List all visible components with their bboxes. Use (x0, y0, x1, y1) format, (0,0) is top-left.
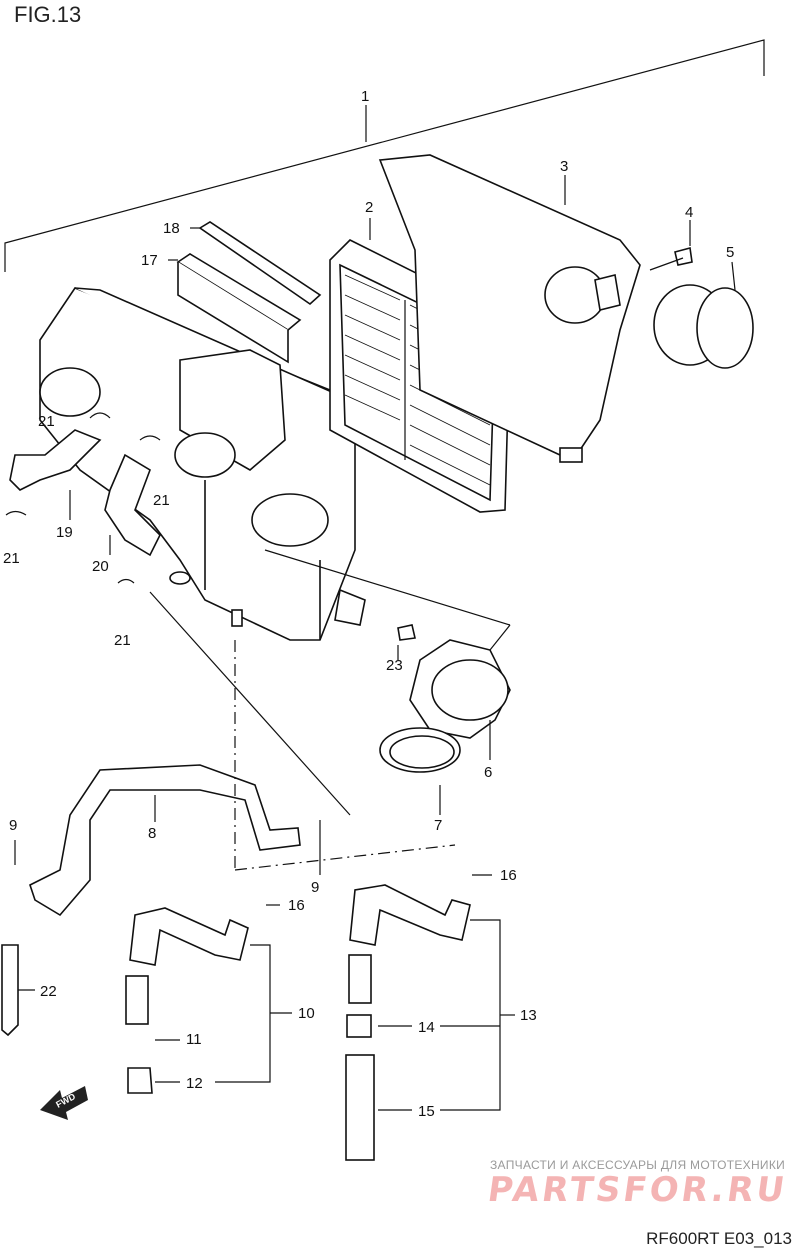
callout-9b: 9 (311, 879, 319, 896)
callout-21b: 21 (153, 492, 170, 509)
drain-hoses (9, 429, 161, 557)
callout-5: 5 (726, 244, 734, 261)
assembly-bracket (4, 39, 765, 272)
callout-4: 4 (685, 204, 693, 221)
callout-22: 22 (40, 983, 57, 1000)
outlet-boot (653, 284, 754, 369)
watermark-brand: PARTSFOR.RU (485, 1170, 790, 1210)
callout-10: 10 (298, 1005, 315, 1022)
breather-hose (29, 764, 301, 917)
screw-part-23 (397, 624, 416, 641)
callout-11: 11 (186, 1031, 202, 1048)
callout-15: 15 (418, 1103, 435, 1120)
callout-12: 12 (186, 1075, 203, 1092)
callout-13: 13 (520, 1007, 537, 1024)
diagram-code: RF600RT E03_013 (646, 1229, 792, 1248)
hose-set-10 (125, 907, 249, 1094)
callout-17: 17 (141, 252, 158, 269)
callout-1: 1 (361, 88, 369, 105)
callout-2: 2 (365, 199, 373, 216)
callout-21c: 21 (3, 550, 20, 567)
watermark-tagline: ЗАПЧАСТИ И АКСЕССУАРЫ ДЛЯ МОТОТЕХНИКИ (490, 1158, 786, 1172)
callout-23: 23 (386, 657, 403, 674)
intake-pipe (409, 639, 511, 739)
callout-20: 20 (92, 558, 109, 575)
callout-16b: 16 (500, 867, 517, 884)
callout-6: 6 (484, 764, 492, 781)
screw-part (649, 246, 693, 271)
filter-pads (176, 221, 322, 364)
figure-title: FIG.13 (14, 2, 82, 27)
air-cleaner-case (39, 287, 366, 641)
bracket-22 (1, 944, 19, 1037)
callout-9a: 9 (9, 817, 17, 834)
callout-8: 8 (148, 825, 156, 842)
callout-labels: 1 2 3 4 5 6 7 8 9 9 10 11 12 13 14 15 16… (3, 88, 734, 1120)
callout-7: 7 (434, 817, 442, 834)
callout-21d: 21 (114, 632, 131, 649)
air-cleaner-cover (378, 154, 641, 463)
callout-16a: 16 (288, 897, 305, 914)
hose-set-13 (345, 884, 471, 1161)
fwd-arrow-icon: FWD (40, 1086, 88, 1120)
callout-3: 3 (560, 158, 568, 175)
leader-lines (14, 175, 736, 1111)
callout-19: 19 (56, 524, 73, 541)
hose-clamp (379, 727, 461, 773)
callout-21a: 21 (38, 413, 55, 430)
clips (5, 412, 161, 584)
callout-14: 14 (418, 1019, 435, 1036)
callout-18: 18 (163, 220, 180, 237)
